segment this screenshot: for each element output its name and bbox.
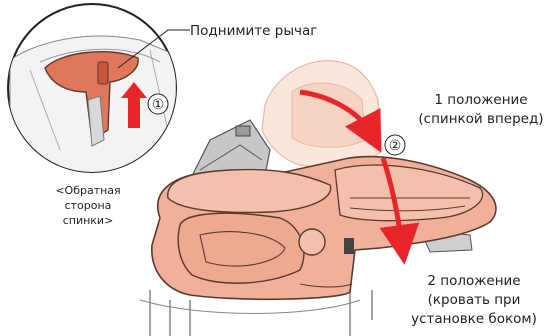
back-side-line3: спинки> — [63, 214, 114, 227]
position2-line1: 2 положение — [427, 273, 520, 289]
step1-marker: ① — [152, 97, 165, 113]
position1-line1: 1 положение — [434, 92, 527, 108]
backrest-ghost — [262, 61, 382, 167]
position1-line2: (спинкой вперед) — [418, 111, 543, 127]
lever-inset — [8, 4, 176, 180]
position2-line3: установке боком) — [411, 311, 537, 327]
position2-line2: (кровать при — [428, 292, 521, 308]
callout-lever-label: Поднимите рычаг — [190, 23, 317, 39]
back-side-line2: сторона — [65, 199, 112, 212]
step2-marker: ② — [389, 138, 402, 154]
back-side-line1: <Обратная — [55, 184, 120, 197]
